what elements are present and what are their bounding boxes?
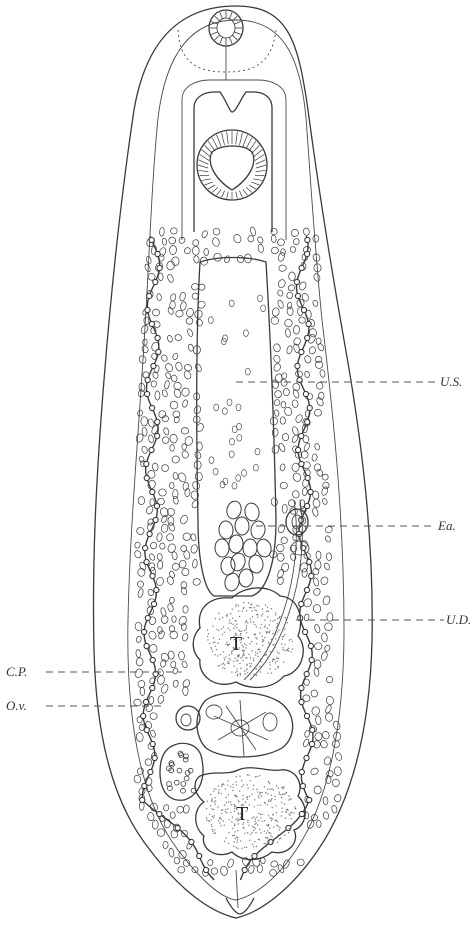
lateral-vitelline-chains (140, 236, 315, 880)
label-ea: Ea. (437, 518, 456, 533)
label-ov: O.v. (6, 698, 27, 713)
testis-anterior: T (193, 588, 303, 687)
ventral-sucker (197, 130, 267, 200)
label-us: U.S. (440, 374, 462, 389)
excretory-pore (226, 898, 254, 914)
testis-anterior-label: T (230, 633, 242, 655)
testis-posterior: T (195, 768, 305, 860)
egg-cluster (214, 499, 272, 592)
genital-complex (176, 693, 293, 758)
oral-sucker (209, 10, 243, 46)
body-outline (93, 6, 372, 918)
label-ud: U.D. (446, 612, 471, 627)
label-cp: C.P. (6, 664, 27, 679)
testis-posterior-label: T (236, 803, 248, 825)
oral-dotted-arc (178, 30, 276, 72)
excretory-canal (236, 870, 238, 908)
